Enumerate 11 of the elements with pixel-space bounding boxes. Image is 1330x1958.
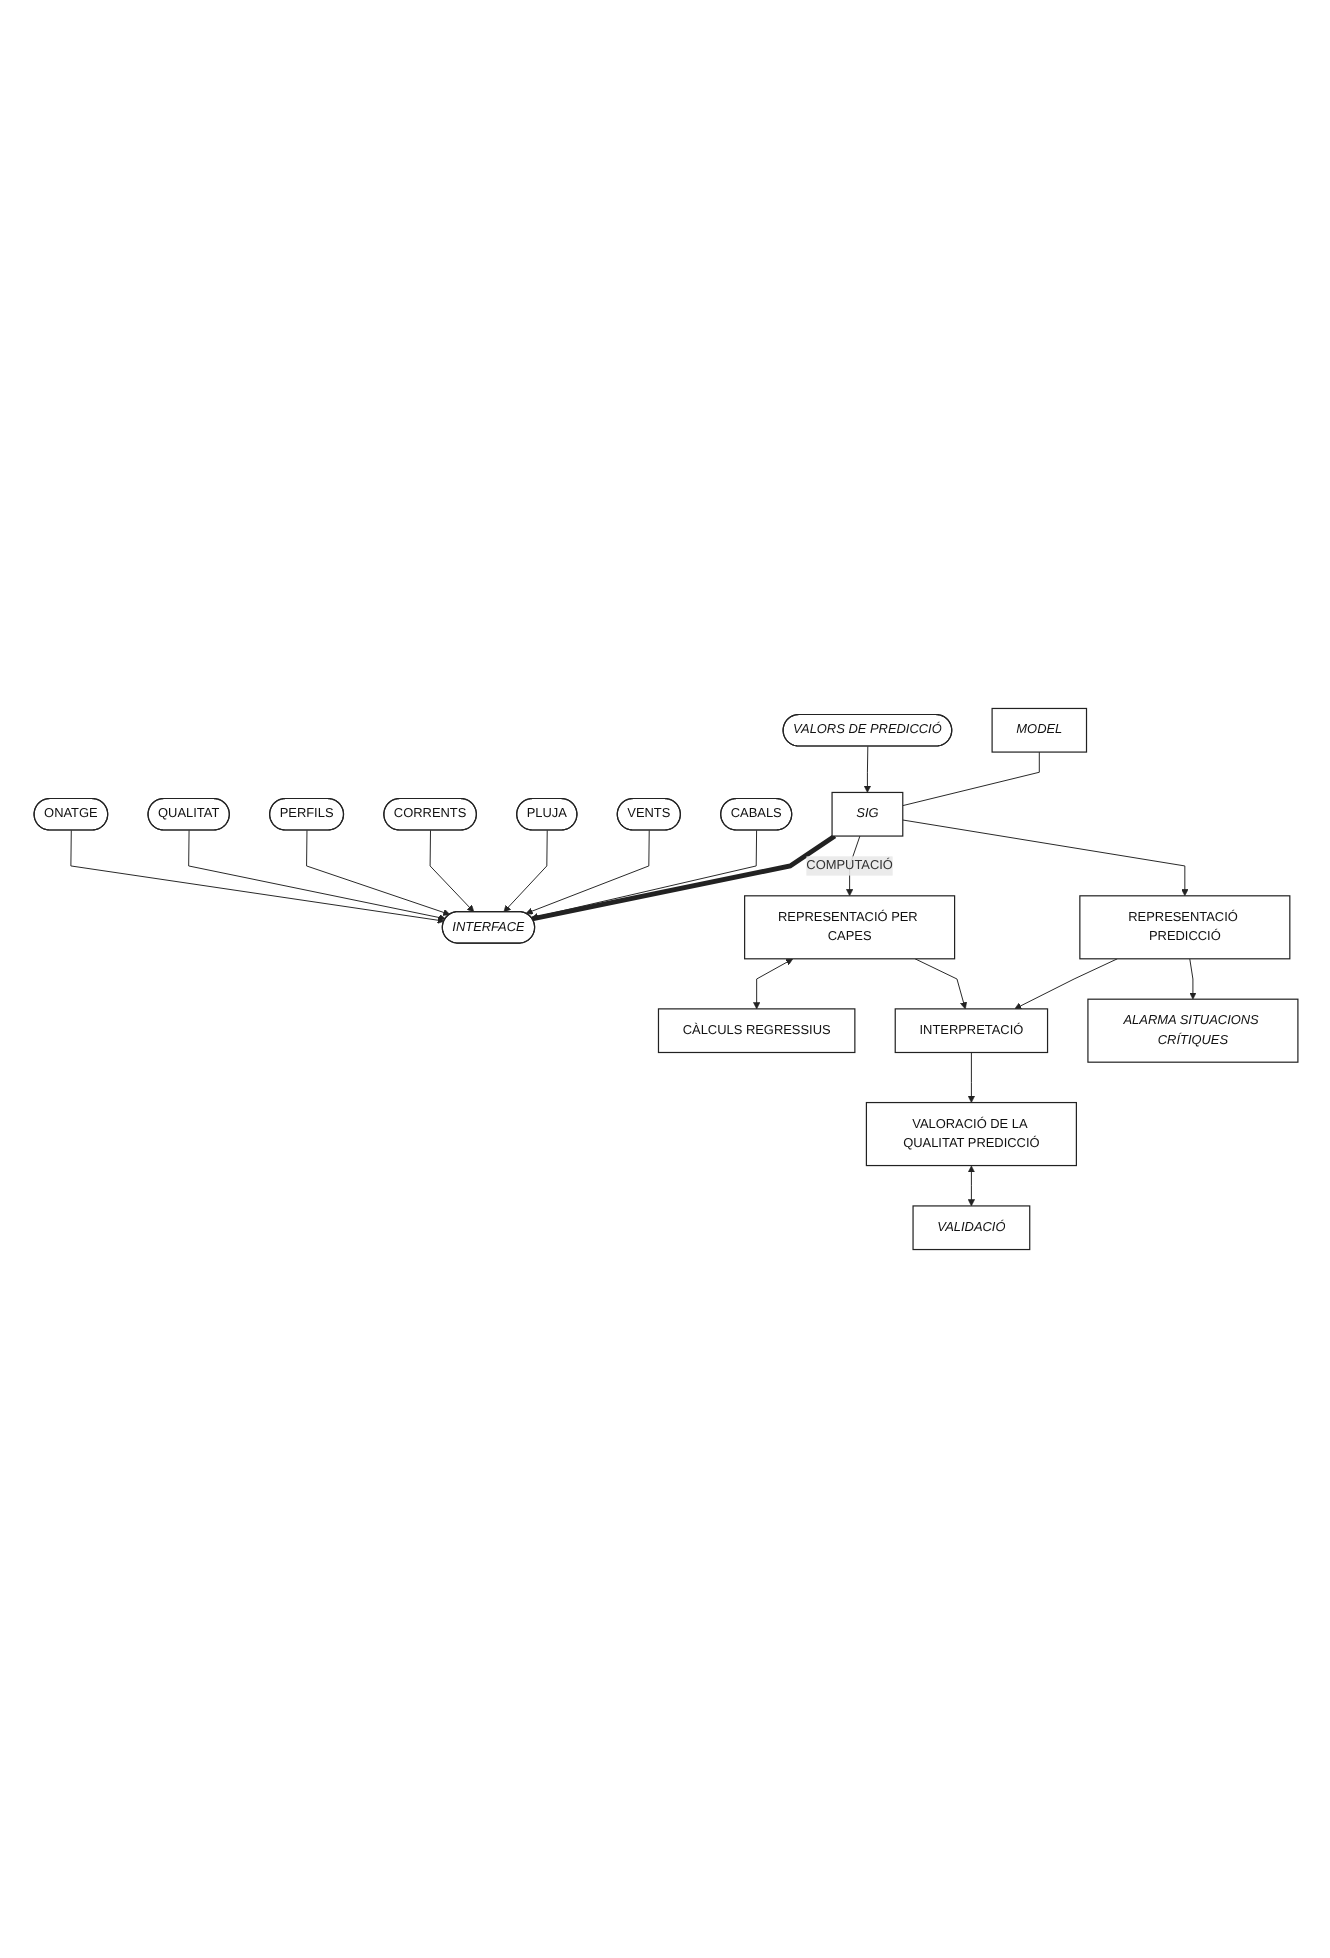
- node-box: [656, 1008, 855, 1054]
- node-box: [1086, 998, 1298, 1063]
- node-box: [911, 1205, 1030, 1251]
- connector: [530, 834, 836, 922]
- node-box: [830, 791, 903, 837]
- node-box: [743, 895, 955, 960]
- connector: [901, 751, 1039, 807]
- node-box: [864, 1101, 1076, 1167]
- node-box: [1078, 895, 1290, 960]
- node-box: [990, 707, 1087, 753]
- node-box: [893, 1008, 1048, 1054]
